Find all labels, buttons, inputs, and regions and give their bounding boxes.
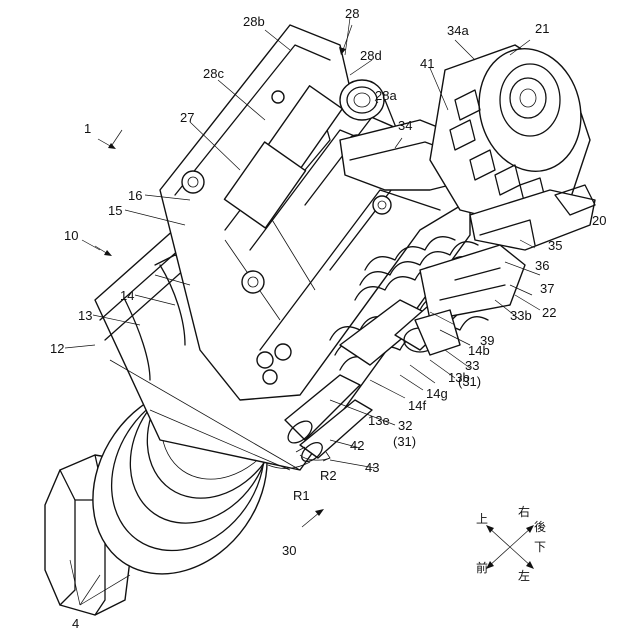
label-43: 43 bbox=[365, 460, 379, 475]
dir-down: 下 bbox=[534, 540, 546, 554]
label-20: 20 bbox=[592, 213, 606, 228]
label-10: 10 bbox=[64, 228, 78, 243]
label-30: 30 bbox=[282, 543, 296, 558]
direction-labels: 上 右 後 下 左 前 bbox=[476, 504, 546, 583]
label-33b: 33b bbox=[510, 308, 532, 323]
direction-compass bbox=[486, 525, 534, 569]
label-28a: 28a bbox=[375, 88, 397, 103]
label-35: 35 bbox=[548, 238, 562, 253]
label-1: 1 bbox=[84, 121, 91, 136]
label-21: 21 bbox=[535, 21, 549, 36]
label-28c: 28c bbox=[203, 66, 224, 81]
label-37: 37 bbox=[540, 281, 554, 296]
label-14: 14 bbox=[120, 288, 134, 303]
label-14g: 14g bbox=[426, 386, 448, 401]
dir-up: 上 bbox=[476, 512, 488, 526]
dir-left: 左 bbox=[518, 568, 530, 583]
dir-front: 前 bbox=[476, 560, 488, 575]
label-32: 32 bbox=[398, 418, 412, 433]
label-13: 13 bbox=[78, 308, 92, 323]
label-28: 28 bbox=[345, 6, 359, 21]
label-27: 27 bbox=[180, 110, 194, 125]
label-34: 34 bbox=[398, 118, 412, 133]
label-28b: 28b bbox=[243, 14, 265, 29]
label-28d: 28d bbox=[360, 48, 382, 63]
label-14f: 14f bbox=[408, 398, 426, 413]
label-14b: 14b bbox=[468, 343, 490, 358]
label-22: 22 bbox=[542, 305, 556, 320]
dir-rear: 後 bbox=[534, 520, 546, 534]
label-R1: R1 bbox=[293, 488, 310, 503]
label-13b: 13b bbox=[448, 370, 470, 385]
label-16: 16 bbox=[128, 188, 142, 203]
dir-right: 右 bbox=[518, 504, 530, 519]
label-34a: 34a bbox=[447, 23, 469, 38]
label-12: 12 bbox=[50, 341, 64, 356]
label-42: 42 bbox=[350, 438, 364, 453]
label-15: 15 bbox=[108, 203, 122, 218]
label-13e: 13e bbox=[368, 413, 390, 428]
label-R2: R2 bbox=[320, 468, 337, 483]
label-36: 36 bbox=[535, 258, 549, 273]
label-32-paren: (31) bbox=[393, 434, 416, 449]
label-4: 4 bbox=[72, 616, 79, 631]
label-41: 41 bbox=[420, 56, 434, 71]
